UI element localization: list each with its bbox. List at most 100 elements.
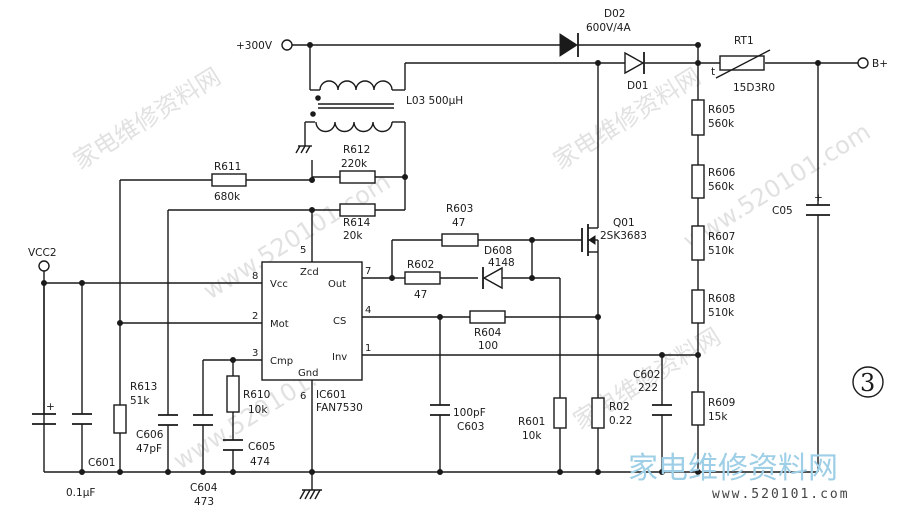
label-r607-value: 510k bbox=[708, 245, 735, 257]
figure-number: 3 bbox=[860, 369, 875, 397]
label-r02: R02 bbox=[609, 401, 630, 413]
label-r612-value: 220k bbox=[341, 158, 368, 170]
label-r608-value: 510k bbox=[708, 307, 735, 319]
label-ic-part: FAN7530 bbox=[316, 402, 363, 414]
label-c601: C601 bbox=[88, 457, 115, 469]
figure-number-circle bbox=[852, 366, 884, 398]
pin-number-4: 4 bbox=[365, 305, 371, 316]
capacitor-c604 bbox=[193, 414, 213, 426]
resistor-r606 bbox=[691, 164, 705, 199]
label-l03: L03 500μH bbox=[406, 95, 463, 107]
label-c606-value: 47pF bbox=[136, 443, 162, 455]
resistor-r604 bbox=[469, 310, 506, 324]
label-r604-value: 100 bbox=[478, 340, 498, 352]
label-c602-value: 222 bbox=[638, 382, 658, 394]
label-q01: Q01 bbox=[613, 217, 635, 229]
label-c605: C605 bbox=[248, 441, 275, 453]
resistor-r610 bbox=[226, 375, 240, 413]
resistor-r607 bbox=[691, 225, 705, 261]
label-c604-value: 473 bbox=[194, 496, 214, 508]
terminal-vcc2 bbox=[38, 260, 50, 272]
thermistor-rt1 bbox=[715, 49, 771, 79]
label-vcc2: VCC2 bbox=[28, 247, 57, 259]
diode-d01 bbox=[624, 51, 645, 75]
label-rt1-value: 15D3R0 bbox=[733, 82, 775, 94]
resistor-r613 bbox=[113, 404, 127, 434]
label-r613: R613 bbox=[130, 381, 157, 393]
label-c601-value: 0.1μF bbox=[66, 487, 95, 499]
resistor-r605 bbox=[691, 99, 705, 136]
pin-number-8: 8 bbox=[252, 271, 258, 282]
label-r614: R614 bbox=[343, 217, 371, 229]
capacitor-c605 bbox=[223, 439, 243, 451]
capacitor-c603 bbox=[430, 404, 450, 416]
pin-number-6: 6 bbox=[300, 391, 306, 402]
resistor-r02 bbox=[591, 397, 605, 429]
label-300v: +300V bbox=[236, 40, 273, 52]
pin-label-mot: Mot bbox=[270, 319, 289, 330]
label-d608: D608 bbox=[484, 245, 512, 257]
label-c606: C606 bbox=[136, 429, 164, 441]
capacitor-c606 bbox=[158, 414, 178, 426]
label-c604: C604 bbox=[190, 482, 218, 494]
label-ic-name: IC601 bbox=[316, 389, 346, 401]
pin-number-3: 3 bbox=[252, 348, 258, 359]
pin-number-1: 1 bbox=[365, 343, 371, 354]
label-r606: R606 bbox=[708, 167, 736, 179]
label-r601-value: 10k bbox=[522, 430, 542, 442]
pin-number-7: 7 bbox=[365, 266, 371, 277]
label-r613-value: 51k bbox=[130, 395, 150, 407]
mosfet-q01 bbox=[581, 224, 599, 256]
label-d608-value: 4148 bbox=[488, 257, 515, 269]
resistor-r602 bbox=[404, 271, 441, 285]
label-r605-value: 560k bbox=[708, 118, 735, 130]
resistor-r608 bbox=[691, 289, 705, 324]
pin-number-5: 5 bbox=[300, 245, 306, 256]
label-r604: R604 bbox=[474, 327, 502, 339]
label-r601: R601 bbox=[518, 416, 545, 428]
pin-label-inv: Inv bbox=[332, 352, 347, 363]
label-r602: R602 bbox=[407, 259, 434, 271]
label-c603: C603 bbox=[457, 421, 484, 433]
label-c602: C602 bbox=[633, 369, 660, 381]
site-logo: 家电维修资料网 www.520101.com bbox=[628, 451, 850, 502]
label-r614-value: 20k bbox=[343, 230, 363, 242]
label-r02-value: 0.22 bbox=[609, 415, 632, 427]
logo-text: 家电维修资料网 bbox=[628, 451, 838, 486]
resistor-r612 bbox=[339, 170, 376, 184]
resistor-r609 bbox=[691, 391, 705, 426]
resistor-r603 bbox=[441, 233, 479, 247]
inductor-l03 bbox=[310, 80, 394, 133]
pin-label-cs: CS bbox=[333, 316, 346, 327]
pin-label-cmp: Cmp bbox=[270, 356, 293, 367]
label-c603-value: 100pF bbox=[453, 407, 486, 419]
watermark-text: 家电维修资料网 bbox=[68, 62, 225, 175]
label-r608: R608 bbox=[708, 293, 735, 305]
label-rt1: RT1 bbox=[734, 35, 754, 47]
pin-label-gnd: Gnd bbox=[298, 368, 318, 379]
ground-ic bbox=[299, 489, 322, 500]
terminal-300v bbox=[281, 39, 293, 51]
capacitor-c601 bbox=[72, 413, 92, 425]
diode-d02 bbox=[559, 33, 579, 57]
pin-number-2: 2 bbox=[252, 311, 258, 322]
terminal-bplus bbox=[857, 57, 869, 69]
junction-dots bbox=[41, 42, 821, 475]
resistor-r614 bbox=[339, 203, 376, 217]
label-r603-value: 47 bbox=[452, 217, 465, 229]
resistor-r611 bbox=[211, 173, 247, 187]
ic601 bbox=[261, 261, 363, 381]
label-q01-value: 2SK3683 bbox=[600, 230, 647, 242]
label-r603: R603 bbox=[446, 203, 473, 215]
pin-label-vcc: Vcc bbox=[270, 279, 288, 290]
resistor-r601 bbox=[553, 397, 567, 429]
logo-url: www.520101.com bbox=[712, 487, 850, 502]
label-r605: R605 bbox=[708, 104, 735, 116]
label-r610-value: 10k bbox=[248, 404, 268, 416]
label-r602-value: 47 bbox=[414, 289, 427, 301]
pin-label-out: Out bbox=[328, 279, 346, 290]
label-r609-value: 15k bbox=[708, 411, 728, 423]
diode-d608 bbox=[482, 266, 503, 290]
